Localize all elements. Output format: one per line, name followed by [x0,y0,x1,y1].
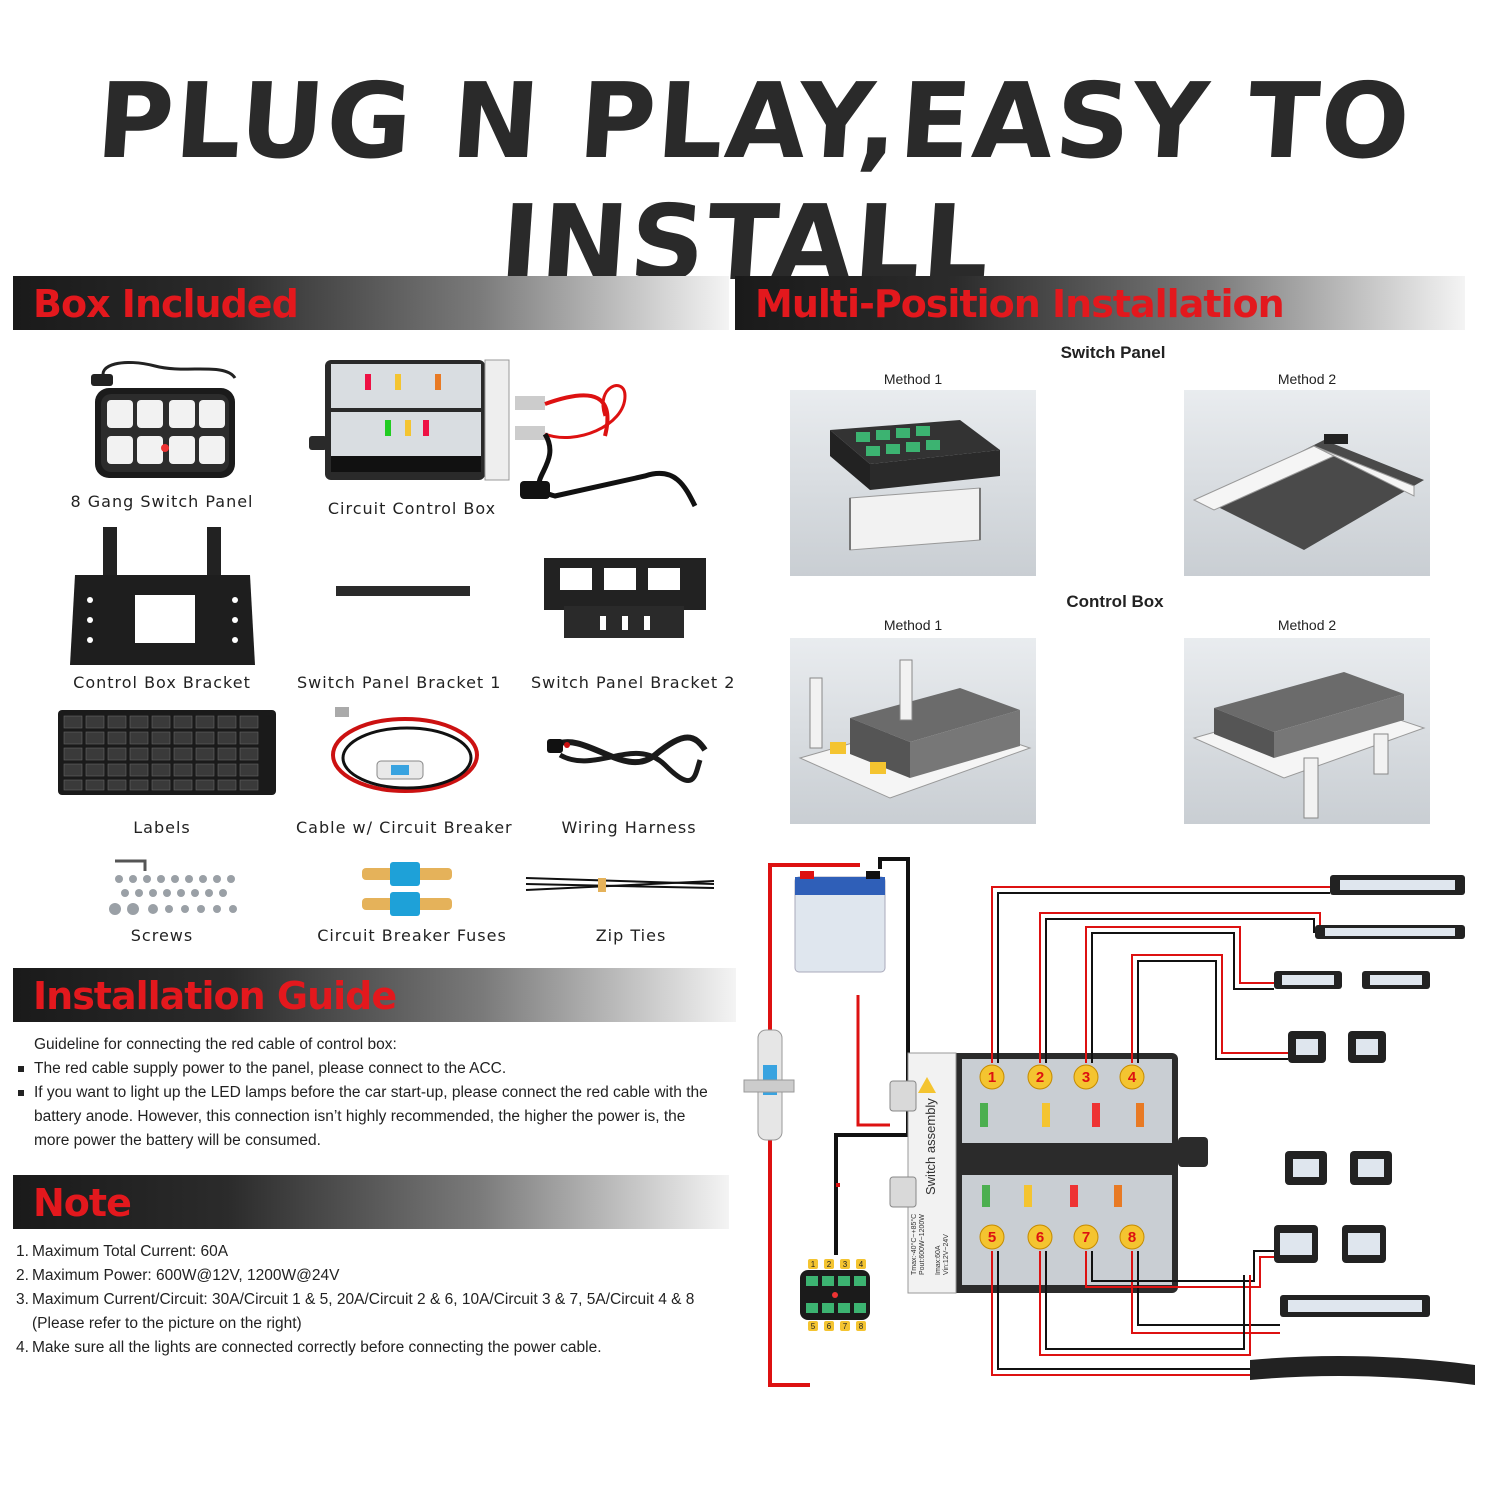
panel-num: 2 [827,1260,832,1269]
switch-method-1-label: Method 1 [883,371,943,387]
note-item: 3.Maximum Current/Circuit: 30A/Circuit 1… [14,1288,726,1336]
switch-panel-image [91,361,237,478]
cable-image [331,707,479,793]
caption-fuses: Circuit Breaker Fuses [317,926,507,945]
circuit-number: 5 [988,1229,996,1246]
cube-lights-1-icon [1288,1031,1386,1063]
switch-panel-bracket-2-image [544,558,706,638]
note-item: 4.Make sure all the lights are connected… [14,1336,726,1360]
note-text: Maximum Current/Circuit: 30A/Circuit 1 &… [32,1291,695,1332]
page-title: PLUG N PLAY,EASY TO INSTALL [93,60,1416,304]
switch-method-2-label: Method 2 [1277,371,1337,387]
switch-method-2-photo [1184,390,1430,576]
box-spec: Pout:600W~1200W [919,1214,926,1275]
note-number: 1. [16,1243,29,1260]
install-bullet-2: If you want to light up the LED lamps be… [14,1081,724,1153]
box-included-heading: Box Included [33,282,299,326]
installation-guide-heading: Installation Guide [33,974,397,1018]
panel-num: 5 [811,1322,816,1331]
box-spec: Tmax:-40°C~+85°C [910,1214,918,1275]
light-pods-1-icon [1274,971,1430,989]
box-method-1-label: Method 1 [883,617,943,633]
circuit-number: 8 [1128,1229,1136,1246]
note-text: Maximum Total Current: 60A [32,1243,229,1260]
switch-method-1-photo [790,390,1036,576]
light-bar-2-icon [1315,925,1465,939]
control-box-image [309,359,698,508]
note-item: 2.Maximum Power: 600W@12V, 1200W@24V [14,1264,726,1288]
control-box-subtitle: Control Box [1066,592,1164,611]
black-ground-wire [878,857,910,1135]
caption-switch-panel-bracket-1: Switch Panel Bracket 1 [297,673,502,692]
circuit-number: 2 [1036,1069,1044,1086]
note-heading: Note [33,1181,132,1225]
box-spec: Vin:12V~24V [943,1234,950,1275]
note-banner: Note [13,1175,729,1229]
caption-wiring-harness: Wiring Harness [561,818,697,837]
labels-image [58,710,276,795]
zip-ties-image [525,877,715,892]
install-bullet-1: The red cable supply power to the panel,… [14,1057,724,1081]
circuit-number: 3 [1082,1069,1090,1086]
cube-lights-2-icon [1285,1151,1392,1185]
multi-position-banner: Multi-Position Installation [735,276,1465,330]
mini-switch-panel [800,1270,870,1320]
caption-switch-panel: 8 Gang Switch Panel [70,492,254,511]
box-included-banner: Box Included [13,276,729,330]
control-box-bracket-image [70,527,255,665]
cube-lights-3-icon [1274,1225,1386,1263]
note-number: 3. [16,1291,29,1308]
switch-panel-bracket-1-image [336,586,470,596]
caption-zip-ties: Zip Ties [595,926,667,945]
battery-icon [794,871,886,973]
multi-position-heading: Multi-Position Installation [755,282,1285,326]
panel-num: 3 [843,1260,848,1269]
wiring-harness-image [547,734,708,783]
caption-control-box: Circuit Control Box [327,499,497,518]
box-method-1-photo [790,638,1036,824]
caption-switch-panel-bracket-2: Switch Panel Bracket 2 [531,673,736,692]
caption-screws: Screws [130,926,194,945]
box-method-2-label: Method 2 [1277,617,1337,633]
installation-guide-text: Guideline for connecting the red cable o… [14,1033,724,1153]
light-bar-4-icon [1250,1356,1475,1385]
note-text: Maximum Power: 600W@12V, 1200W@24V [32,1267,340,1284]
panel-num: 6 [827,1322,832,1331]
circuit-number: 7 [1082,1229,1090,1246]
circuit-number: 6 [1036,1229,1044,1246]
panel-num: 1 [811,1260,816,1269]
light-bar-3-icon [1280,1295,1430,1317]
wiring-diagram: 1 2 3 4 5 6 7 8 Switch assembly Vin:12V~… [743,857,1475,1387]
panel-num: 7 [843,1322,848,1331]
panel-num: 8 [859,1322,864,1331]
circuit-number: 4 [1128,1069,1137,1086]
installation-guide-banner: Installation Guide [13,968,736,1022]
light-bar-1-icon [1330,875,1465,895]
inline-fuse-icon [743,1029,795,1141]
box-label: Switch assembly [923,1098,938,1195]
note-number: 4. [16,1339,29,1356]
screws-image [109,859,237,915]
panel-num: 4 [859,1260,864,1269]
box-spec: Imax:60A [935,1245,942,1275]
note-item: 1.Maximum Total Current: 60A [14,1240,726,1264]
note-text: Make sure all the lights are connected c… [32,1339,602,1356]
control-box-diagram: Switch assembly Vin:12V~24V Imax:60A Pou… [889,1052,1208,1294]
notes-list: 1.Maximum Total Current: 60A 2.Maximum P… [14,1240,726,1360]
caption-cable: Cable w/ Circuit Breaker [296,818,513,837]
switch-panel-subtitle: Switch Panel [1060,343,1166,362]
note-number: 2. [16,1267,29,1284]
caption-labels: Labels [133,818,191,837]
install-intro: Guideline for connecting the red cable o… [34,1036,397,1053]
circuit-number: 1 [988,1069,996,1086]
caption-control-box-bracket: Control Box Bracket [73,673,251,692]
box-method-2-photo [1184,638,1430,824]
fuses-image [362,862,452,916]
